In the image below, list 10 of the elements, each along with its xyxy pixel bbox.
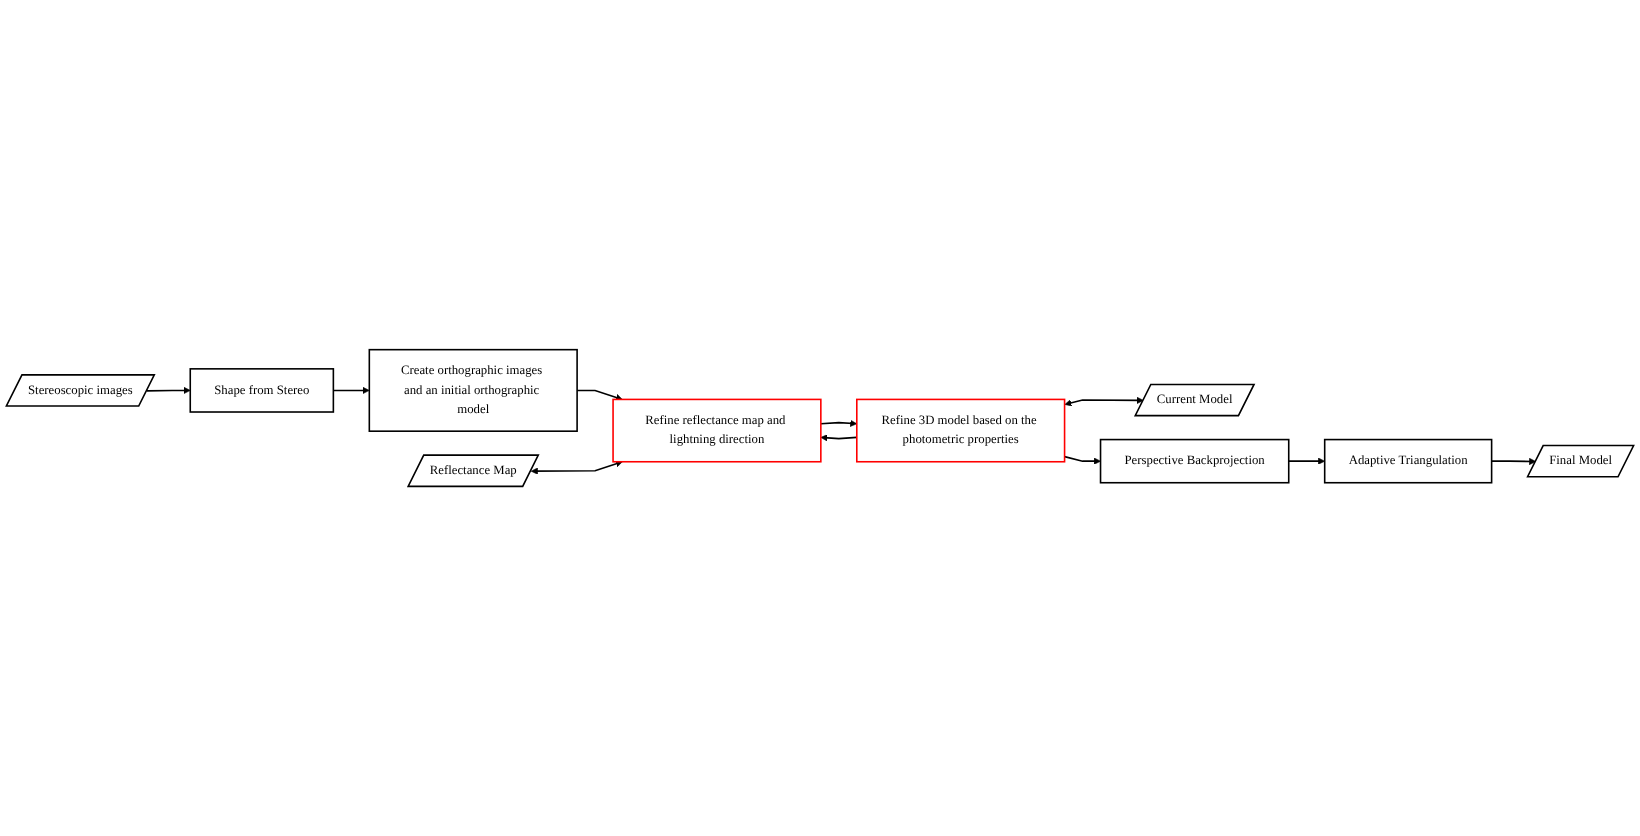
arrow [820,434,858,442]
arrow [1063,455,1101,465]
arrow [146,386,191,394]
arrow [820,419,858,427]
arrow [1287,457,1325,465]
arrow [530,460,623,475]
arrow [576,389,623,401]
arrow [1064,396,1144,407]
arrow [332,386,370,394]
arrow [1490,457,1537,465]
